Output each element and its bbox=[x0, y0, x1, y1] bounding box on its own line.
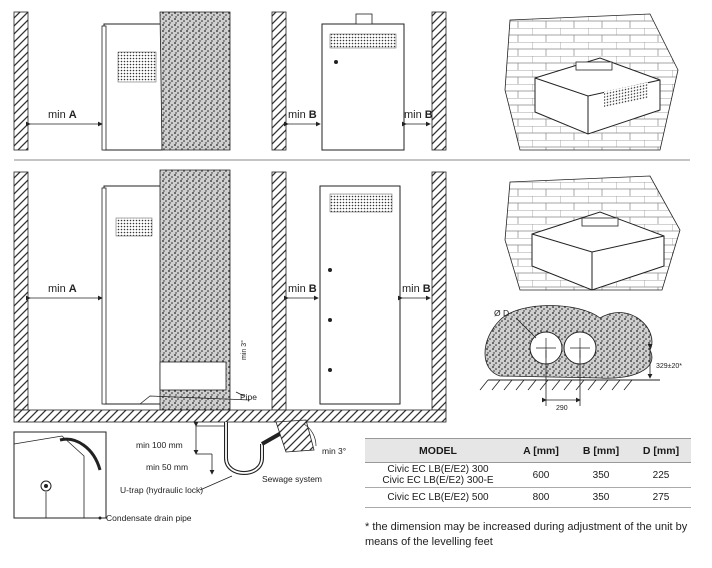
model-name: Civic EC LB(E/E2) 300 bbox=[387, 464, 489, 475]
label-condensate: Condensate drain pipe bbox=[106, 513, 192, 523]
label-min-3-deg-side: min 3° bbox=[240, 340, 248, 360]
top-front-view: min B min B bbox=[271, 11, 447, 151]
label-min-b-2: min B bbox=[404, 109, 433, 121]
value-a: 600 bbox=[511, 462, 571, 488]
value-b: 350 bbox=[571, 487, 631, 508]
label-dim-329: 329±20* bbox=[656, 363, 682, 370]
top-side-view: min A bbox=[13, 11, 231, 151]
label-min-100: min 100 mm bbox=[136, 440, 183, 450]
label-dim-290: 290 bbox=[556, 405, 568, 412]
model-name: Civic EC LB(E/E2) 500 bbox=[387, 492, 489, 503]
header-d: D [mm] bbox=[631, 438, 691, 463]
spec-table: MODEL A [mm] B [mm] D [mm] Civic EC LB(E… bbox=[365, 438, 691, 508]
label-sewage: Sewage system bbox=[262, 474, 322, 484]
label-min-b-4: min B bbox=[402, 283, 431, 295]
u-trap-detail: min 100 mm min 50 mm U-trap (hydraulic l… bbox=[120, 419, 346, 495]
pipe-holes-diagram: Ø D 290 329±20* bbox=[479, 305, 682, 412]
iso-wall-mount-2 bbox=[504, 175, 681, 291]
label-diameter: Ø D bbox=[494, 308, 509, 318]
header-model: MODEL bbox=[365, 438, 511, 463]
label-pipe: Pipe bbox=[240, 392, 257, 402]
bottom-front-view: min B min B bbox=[271, 171, 447, 411]
model-name: Civic EC LB(E/E2) 300-E bbox=[382, 475, 494, 486]
label-min-a-1: min A bbox=[48, 109, 77, 121]
table-row: Civic EC LB(E/E2) 500 800 350 275 bbox=[365, 487, 691, 508]
value-b: 350 bbox=[571, 462, 631, 488]
value-d: 225 bbox=[631, 462, 691, 488]
value-a: 800 bbox=[511, 487, 571, 508]
label-min-3-deg-trap: min 3° bbox=[322, 446, 346, 456]
table-header-row: MODEL A [mm] B [mm] D [mm] bbox=[365, 438, 691, 463]
bottom-side-view: min A min 3° Pipe bbox=[13, 169, 257, 411]
label-min-50: min 50 mm bbox=[146, 462, 188, 472]
label-min-b-3: min B bbox=[288, 283, 317, 295]
iso-wall-mount-1 bbox=[504, 13, 679, 151]
condensate-detail: Condensate drain pipe bbox=[13, 431, 192, 523]
model-cell: Civic EC LB(E/E2) 300 Civic EC LB(E/E2) … bbox=[365, 462, 511, 488]
value-d: 275 bbox=[631, 487, 691, 508]
label-min-b-1: min B bbox=[288, 109, 317, 121]
header-b: B [mm] bbox=[571, 438, 631, 463]
table-row: Civic EC LB(E/E2) 300 Civic EC LB(E/E2) … bbox=[365, 462, 691, 488]
label-u-trap: U-trap (hydraulic lock) bbox=[120, 485, 203, 495]
label-min-a-2: min A bbox=[48, 283, 77, 295]
header-a: A [mm] bbox=[511, 438, 571, 463]
model-cell: Civic EC LB(E/E2) 500 bbox=[365, 487, 511, 508]
floor bbox=[13, 409, 447, 423]
footnote: * the dimension may be increased during … bbox=[365, 521, 688, 548]
